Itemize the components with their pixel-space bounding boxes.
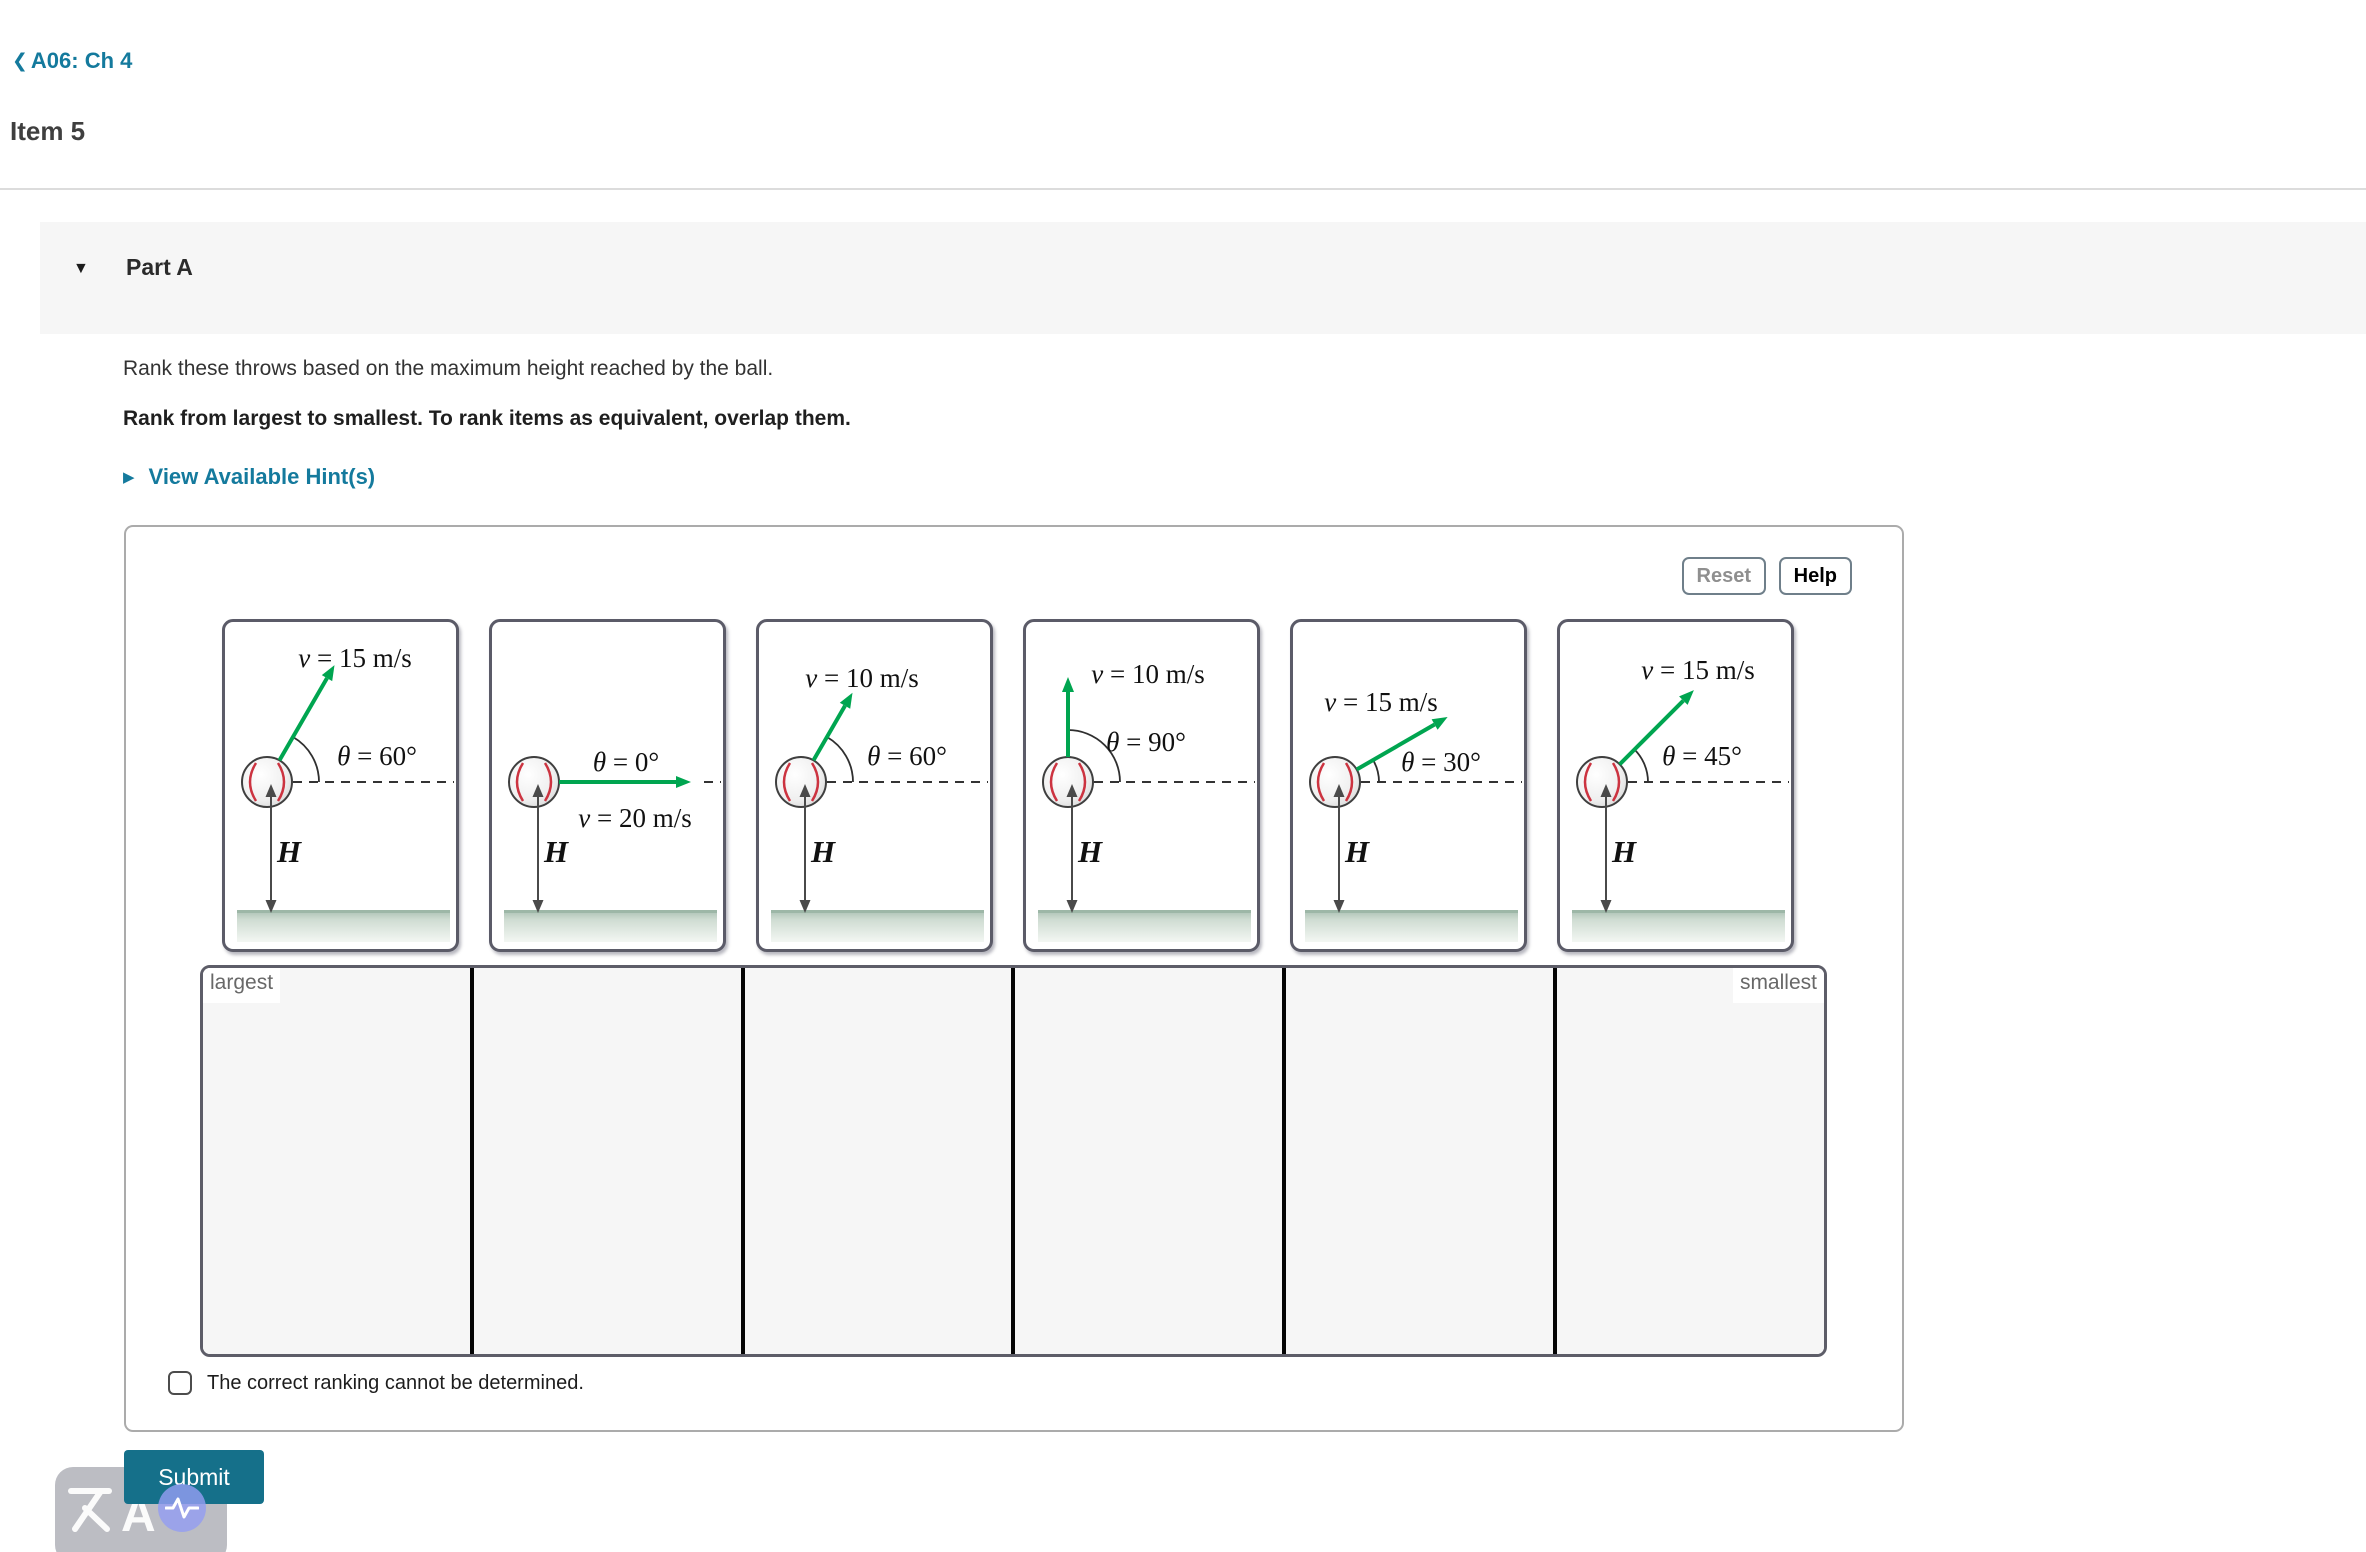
ground-strip (771, 910, 984, 942)
baseball (1576, 756, 1628, 808)
rank-slot-3[interactable] (740, 968, 1012, 1354)
card-height-label: H (1344, 834, 1370, 869)
ground-strip (1572, 910, 1785, 942)
card-figure: v = 15 m/s θ = 60° H (237, 643, 454, 942)
card-angle-label: θ = 60° (337, 741, 417, 771)
ground-strip (1305, 910, 1518, 942)
ground-strip (504, 910, 717, 942)
throw-card-4[interactable]: v = 10 m/s θ = 90° H (1023, 619, 1260, 952)
baseball (241, 756, 293, 808)
hint-link-label: View Available Hint(s) (148, 464, 376, 489)
throw-card-3[interactable]: v = 10 m/s θ = 60° H (756, 619, 993, 952)
instruction-text: Rank from largest to smallest. To rank i… (123, 407, 851, 430)
card-height-label: H (276, 834, 302, 869)
rank-slot-2[interactable] (469, 968, 741, 1354)
part-title: Part A (126, 254, 193, 280)
part-a-header[interactable]: ▼ Part A (40, 222, 2366, 334)
throw-card-2[interactable]: v = 20 m/s θ = 0° H (489, 619, 726, 952)
back-link-label: A06: Ch 4 (30, 48, 133, 73)
help-button[interactable]: Help (1778, 557, 1852, 595)
ground-strip (1038, 910, 1251, 942)
card-angle-label: θ = 0° (593, 747, 659, 777)
largest-label: largest (203, 968, 281, 1003)
pulse-waveform-icon (165, 1497, 199, 1519)
card-height-label: H (1611, 834, 1637, 869)
card-figure: v = 20 m/s θ = 0° H (504, 747, 721, 942)
hint-link[interactable]: ▶ View Available Hint(s) (123, 464, 375, 490)
card-velocity-label: v = 15 m/s (298, 643, 411, 673)
card-velocity-label: v = 15 m/s (1324, 687, 1437, 717)
card-figure: v = 10 m/s θ = 60° H (771, 663, 988, 942)
rank-slot-5[interactable] (1282, 968, 1554, 1354)
card-angle-label: θ = 60° (867, 741, 947, 771)
back-chevron-icon: ❮ (12, 50, 28, 72)
rank-slot-1[interactable]: largest (203, 968, 470, 1354)
question-text: Rank these throws based on the maximum h… (123, 357, 774, 380)
card-angle-label: θ = 90° (1106, 727, 1186, 757)
card-velocity-label: v = 15 m/s (1641, 655, 1754, 685)
throw-card-5[interactable]: v = 15 m/s θ = 30° H (1290, 619, 1527, 952)
ground-strip (237, 910, 450, 942)
cannot-determine-checkbox[interactable] (168, 1371, 192, 1395)
header-divider (0, 188, 2366, 190)
cannot-determine-label: The correct ranking cannot be determined… (207, 1371, 584, 1394)
throw-card-6[interactable]: v = 15 m/s θ = 45° H (1557, 619, 1794, 952)
card-velocity-label: v = 20 m/s (578, 803, 691, 833)
card-height-label: H (1077, 834, 1103, 869)
rank-slot-6[interactable]: smallest (1553, 968, 1824, 1354)
cannot-determine-row: The correct ranking cannot be determined… (168, 1371, 584, 1395)
reset-button[interactable]: Reset (1681, 557, 1766, 595)
baseball (775, 756, 827, 808)
baseball (1309, 756, 1361, 808)
page-title: Item 5 (10, 116, 86, 146)
collapse-caret-icon[interactable]: ▼ (73, 260, 89, 277)
card-angle-label: θ = 45° (1662, 741, 1742, 771)
card-figure: v = 10 m/s θ = 90° H (1038, 659, 1255, 942)
card-figure: v = 15 m/s θ = 30° H (1305, 687, 1522, 942)
card-velocity-label: v = 10 m/s (1091, 659, 1204, 689)
card-angle-label: θ = 30° (1401, 747, 1481, 777)
throw-card-1[interactable]: v = 15 m/s θ = 60° H (222, 619, 459, 952)
rank-slot-4[interactable] (1011, 968, 1283, 1354)
card-height-label: H (543, 834, 569, 869)
ranking-bins: largest smallest (200, 965, 1827, 1357)
smallest-label: smallest (1732, 968, 1824, 1003)
back-link[interactable]: ❮ A06: Ch 4 (12, 48, 132, 74)
card-height-label: H (810, 834, 836, 869)
card-figure: v = 15 m/s θ = 45° H (1572, 655, 1789, 942)
hint-caret-icon: ▶ (123, 469, 135, 486)
voice-assistant-icon[interactable] (158, 1484, 206, 1532)
card-velocity-label: v = 10 m/s (805, 663, 918, 693)
